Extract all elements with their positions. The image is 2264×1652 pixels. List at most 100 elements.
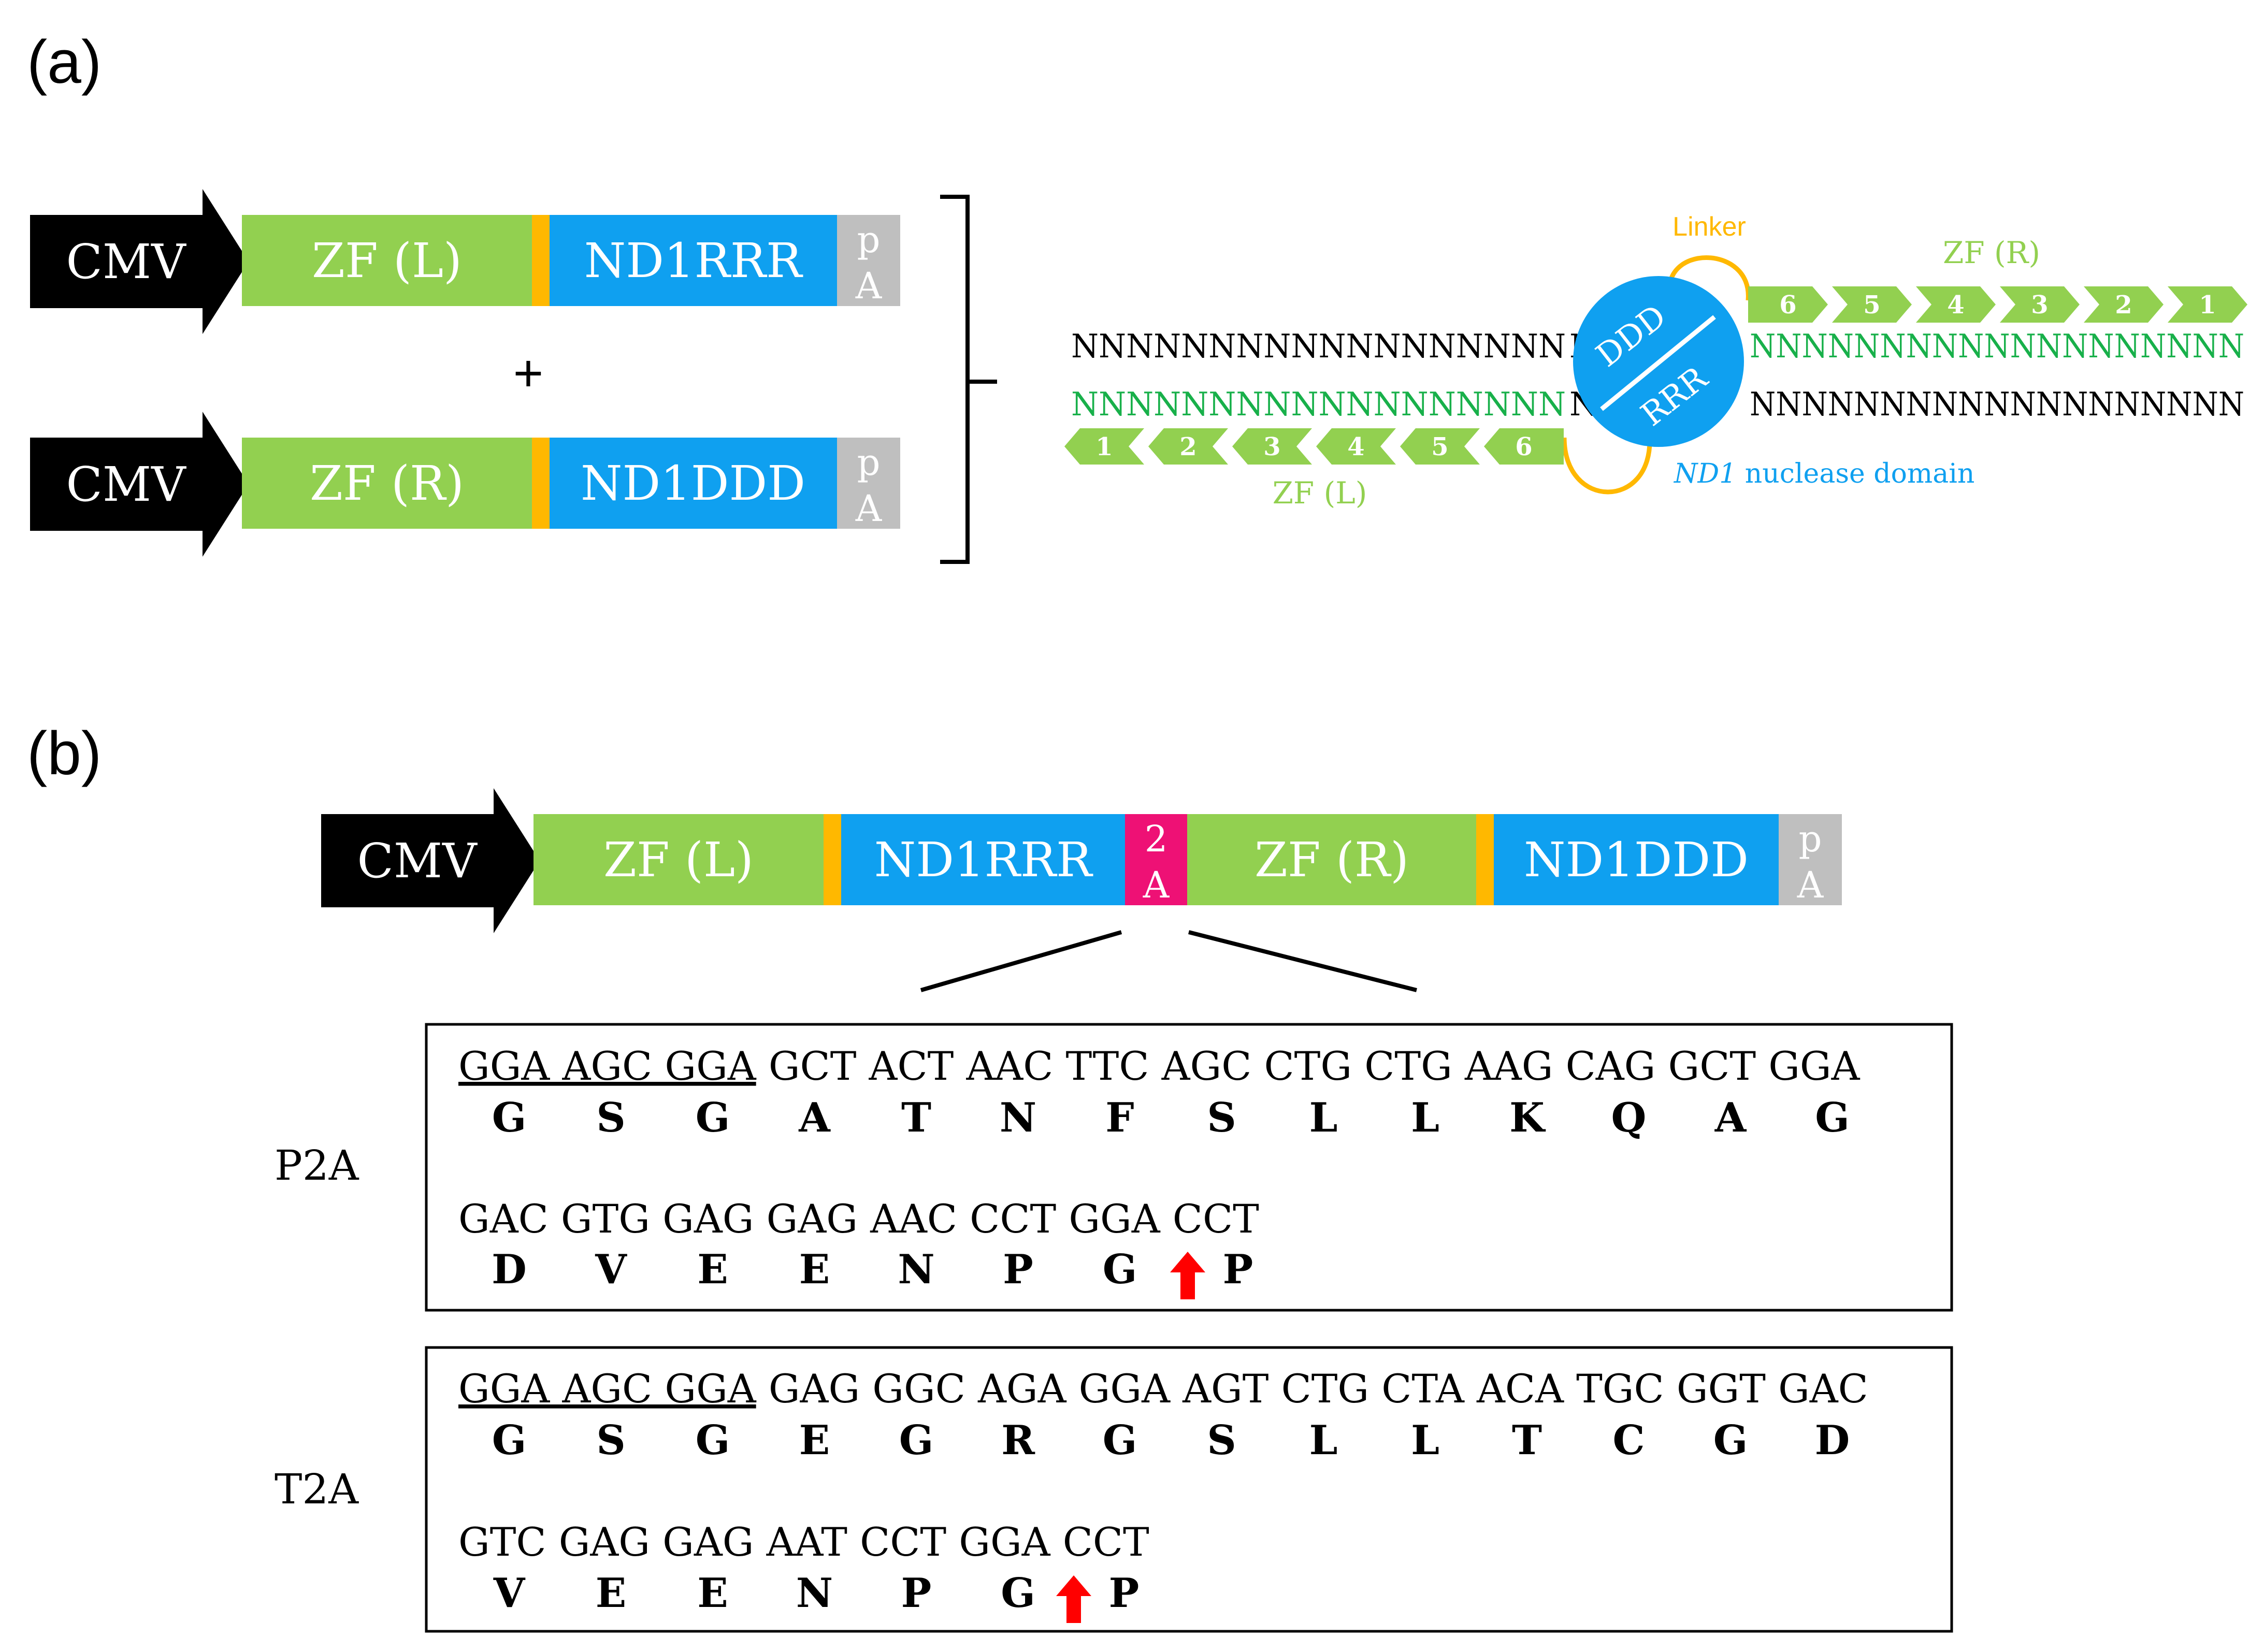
zinc-finger-number: 5 [1431, 432, 1448, 461]
amino-acid: G [1815, 1094, 1850, 1141]
linker-label: Linker [1672, 212, 1746, 242]
dna-top-black: NNNNNNNNNNNNNNNNNN [1071, 327, 1566, 365]
p2a-label: P2A [275, 1141, 359, 1190]
t2a-sequence: T2A GGA AGC GGA GAG GGC AGA GGA AGT CTG … [275, 1346, 1953, 1633]
zf-r-label: ZF (R) [310, 456, 464, 511]
linker-loop-bottom [1562, 437, 1652, 495]
pa-block [1779, 814, 1842, 905]
amino-acid: S [1207, 1094, 1236, 1141]
t2a-nt-line1: GGA AGC GGA GAG GGC AGA GGA AGT CTG CTA … [458, 1366, 1868, 1412]
zinc-finger-number: 6 [1779, 291, 1796, 320]
zinc-finger-segment [1484, 428, 1564, 465]
amino-acid: P [1109, 1570, 1140, 1617]
amino-acid: G [1103, 1417, 1137, 1464]
zinc-finger-segment [1916, 286, 1996, 323]
construct-zf-l: CMV ZF (L) ND1RRR p A [30, 189, 900, 334]
amino-acid: P [1223, 1246, 1253, 1293]
amino-acid: L [1309, 1094, 1338, 1141]
zinc-finger-number: 3 [1263, 432, 1280, 461]
amino-acid: P [1003, 1246, 1033, 1293]
pa-bottom-label: A [855, 487, 883, 530]
zf-r-label: ZF (R) [1254, 832, 1409, 888]
amino-acid: L [1309, 1417, 1338, 1464]
p2a-sequence: P2A GGA AGC GGA GCT ACT AAC TTC AGC CTG … [275, 1023, 1953, 1312]
bracket [940, 195, 997, 564]
pa-bottom-label: A [855, 265, 883, 307]
zinc-finger-number: 4 [1347, 432, 1364, 461]
t2a-label: T2A [275, 1465, 359, 1513]
zinc-finger-number: 1 [1095, 432, 1113, 461]
zf-r-block [242, 438, 532, 529]
cmv-promoter-arrow: CMV [30, 189, 249, 334]
zf-r-schematic-label: ZF (R) [1943, 235, 2040, 270]
amino-acid: E [596, 1570, 626, 1617]
nd1ddd-block [550, 438, 837, 529]
amino-acid: S [596, 1094, 625, 1141]
panel-b-label: (b) [27, 719, 102, 788]
zoom-line-right [1188, 930, 1417, 992]
nd1rrr-label: ND1RRR [874, 832, 1093, 888]
amino-acid: G [899, 1417, 934, 1464]
2a-bottom-label: A [1143, 864, 1170, 906]
zinc-finger-segment [1400, 428, 1480, 465]
zinc-finger-segment [2000, 286, 2080, 323]
pa-block [837, 215, 900, 306]
zf-l-schematic-label: ZF (L) [1273, 475, 1367, 511]
zoom-line-left [920, 930, 1122, 992]
zinc-finger-segment [1748, 286, 1828, 323]
dna-bottom-green: NNNNNNNNNNNNNNNNNN [1071, 385, 1566, 423]
amino-acid: G [696, 1094, 730, 1141]
amino-acid: T [1512, 1417, 1542, 1464]
t2a-nt-line2: GTC GAG GAG AAT CCT GGA CCT [458, 1519, 1149, 1565]
pa-bottom-label: A [1797, 864, 1824, 906]
amino-acid: G [1103, 1246, 1137, 1293]
zf-r-block [1187, 814, 1476, 905]
zinc-finger-segment [2084, 286, 2164, 323]
zinc-finger-number: 2 [2115, 291, 2132, 320]
amino-acid: P [901, 1570, 932, 1617]
zinc-finger-segment [1832, 286, 1912, 323]
amino-acid: A [1714, 1094, 1747, 1141]
zinc-finger-number: 3 [2031, 291, 2048, 320]
panel-a: (a) CMV ZF (L) ND1RRR p A + CMV ZF (R) [27, 28, 2247, 564]
pa-top-label: p [1799, 818, 1822, 860]
p2a-nt-line2: GAC GTG GAG GAG AAC CCT GGA CCT [458, 1196, 1259, 1242]
zinc-finger-segment [1148, 428, 1228, 465]
cmv-label: CMV [66, 457, 186, 512]
pa-top-label: p [857, 441, 881, 484]
nd1ddd-label: ND1DDD [581, 456, 805, 511]
amino-acid: E [697, 1570, 728, 1617]
zinc-finger-number: 2 [1179, 432, 1196, 461]
zinc-finger-number: 4 [1947, 291, 1964, 320]
p2a-linker-nt: GGA AGC GGA [458, 1043, 757, 1089]
linker-block [1476, 814, 1494, 905]
zinc-finger-number: 5 [1863, 291, 1880, 320]
amino-acid: K [1509, 1094, 1546, 1141]
nuclease-domain-text: nuclease domain [1736, 458, 1974, 489]
zinc-finger-segment [1316, 428, 1396, 465]
2a-block [1125, 814, 1187, 905]
amino-acid: S [596, 1417, 625, 1464]
2a-top-label: 2 [1145, 818, 1168, 860]
p2a-cleavage-arrow-icon [1170, 1252, 1205, 1299]
zf-l-block [242, 215, 532, 306]
amino-acid: A [798, 1094, 831, 1141]
cmv-label: CMV [66, 234, 186, 289]
dna-top-green: NNNNNNNNNNNNNNNNNNN [1750, 327, 2244, 365]
amino-acid: Q [1611, 1094, 1647, 1141]
nd1rrr-label: ND1RRR [584, 233, 803, 288]
amino-acid: N [898, 1246, 934, 1293]
nd1ddd-label: ND1DDD [1524, 832, 1749, 888]
panel-b: (b) CMV ZF (L) ND1RRR 2 A ZF (R) ND1DDD … [27, 719, 1953, 1633]
amino-acid: G [1001, 1570, 1035, 1617]
plus-sign: + [513, 344, 543, 402]
amino-acid: R [1001, 1417, 1035, 1464]
zinc-finger-segment [1064, 428, 1144, 465]
amino-acid: L [1411, 1094, 1439, 1141]
construct-zf-2a: CMV ZF (L) ND1RRR 2 A ZF (R) ND1DDD p A [321, 788, 1842, 933]
